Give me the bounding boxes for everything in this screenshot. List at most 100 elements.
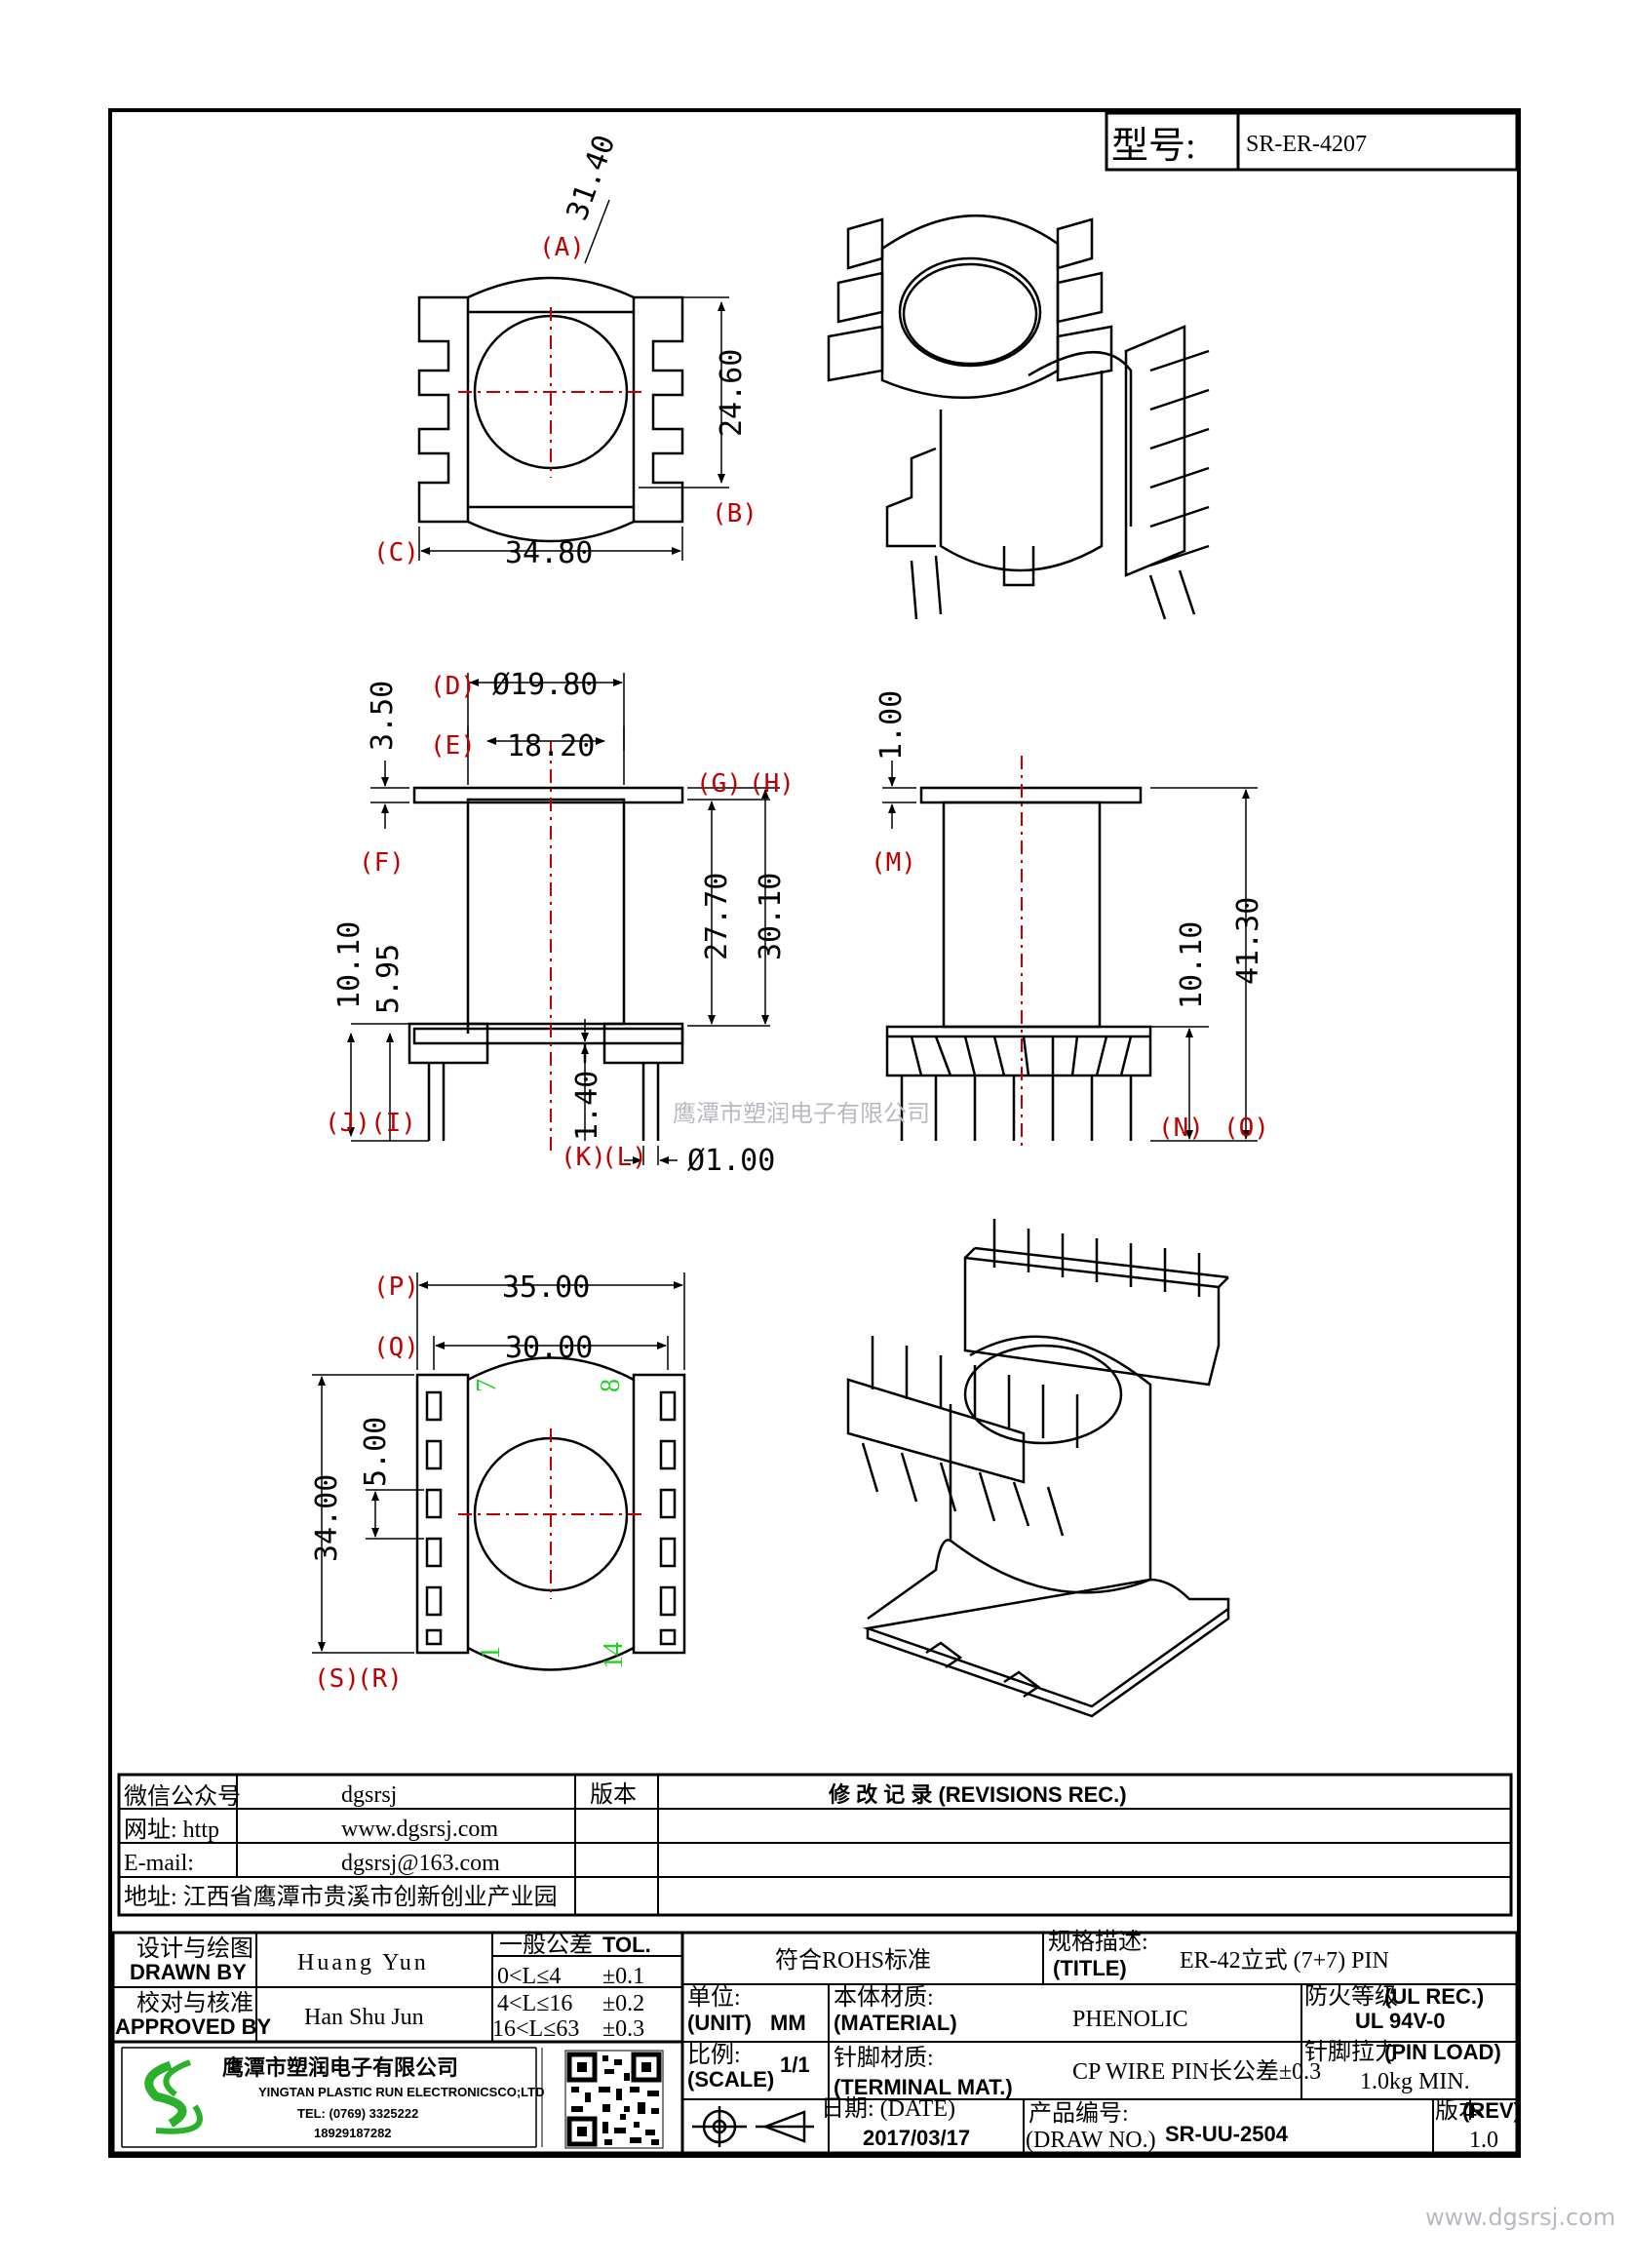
dim-24-60: 24.60 [715,349,749,437]
pin-number-7: 7 [472,1379,502,1392]
bottom-view-dims [312,1272,685,1654]
terminal-en: (TERMINAL MAT.) [834,2075,1013,2099]
dim-10-10-left: 10.10 [332,921,367,1009]
iso-bottom-pins-back [992,1219,1201,1297]
pin-load-cn: 针脚拉力 [1304,2039,1398,2065]
web-value: www.dgsrsj.com [341,1817,498,1842]
bottom-view-centerlines [458,1428,643,1599]
dim-5-95: 5.95 [371,944,406,1014]
dim-34-00: 34.00 [310,1474,344,1562]
label-k: (K) [561,1143,606,1172]
pin-number-8: 8 [596,1379,626,1392]
company-mobile: 18929187282 [314,2126,392,2140]
projection-symbol [692,2106,814,2147]
top-view [417,276,684,543]
terminal-value: CP WIRE PIN长公差±0.3 [1072,2058,1321,2085]
wechat-value: dgsrsj [341,1782,397,1808]
label-m: (M) [871,848,916,878]
spec-cn: 规格描述: [1048,1929,1148,1955]
dim-30-10: 30.10 [754,873,788,960]
scale-value: 1/1 [780,2053,810,2077]
revisions-title: 修 改 记 录 (REVISIONS REC.) [828,1782,1127,1807]
tolerance-value-2: ±0.2 [602,1991,644,2016]
tolerance-range-3: 16<L≤63 [492,2016,579,2042]
label-d: (D) [430,672,476,701]
dim-1-00: 1.00 [874,690,909,761]
label-a: (A) [539,233,585,262]
wechat-label: 微信公众号 [124,1783,241,1810]
label-b: (B) [712,499,757,528]
isometric-view-bottom [846,1219,1230,1718]
unit-cn: 单位: [687,1984,741,2011]
model-number: SR-ER-4207 [1246,132,1367,157]
label-j: (J) [325,1109,370,1138]
contact-revision-table [117,1773,1513,1917]
unit-value: MM [770,2011,806,2035]
watermark-corner: www.dgsrsj.com [1425,2204,1615,2231]
date-cn: 日期: (DATE) [821,2096,955,2122]
top-view-centerlines [458,307,643,478]
spec-value: ER-42立式 (7+7) PIN [1180,1947,1389,1974]
top-view-dims [418,199,729,561]
model-box: 型号: SR-ER-4207 [1105,111,1519,172]
front-view-dims [347,673,780,1165]
pin-load-en: (PIN LOAD) [1384,2040,1501,2064]
label-g: (G) [696,769,742,799]
unit-en: (UNIT) [687,2011,752,2035]
isometric-view-top [827,214,1210,620]
dim-27-70: 27.70 [700,873,734,960]
rev-cn: 版本 [1435,2097,1482,2124]
model-label: 型号: [1111,126,1196,167]
tolerance-range-2: 4<L≤16 [497,1991,572,2016]
label-h: (H) [749,769,795,799]
email-value: dgsrsj@163.com [341,1851,500,1876]
company-name-cn: 鹰潭市塑润电子有限公司 [222,2055,458,2080]
label-r: (R) [357,1664,403,1694]
dim-phi-19-80: Ø19.80 [492,668,598,702]
material-cn: 本体材质: [834,1984,934,2011]
side-view-pins [900,1075,1133,1141]
side-view [885,786,1152,1141]
dim-1-40: 1.40 [570,1071,604,1141]
label-c: (C) [373,538,419,567]
label-n: (N) [1158,1114,1204,1143]
dim-phi-1-00: Ø1.00 [687,1144,775,1178]
fire-rating-cn: 防火等级 [1304,1983,1398,2010]
pin-number-1: 1 [476,1646,506,1660]
dim-5-00: 5.00 [359,1417,393,1487]
rev-en: (REV) [1462,2098,1521,2123]
date-value: 2017/03/17 [863,2126,970,2150]
terminal-cn: 针脚材质: [834,2045,934,2071]
tolerance-cn: 一般公差 [499,1932,593,1958]
dim-34-80: 34.80 [505,536,593,570]
pin-number-14: 14 [599,1642,629,1669]
dim-10-10-right: 10.10 [1175,921,1209,1009]
address: 地址: 江西省鹰潭市贵溪市创新创业产业园 [124,1884,558,1910]
label-f: (F) [359,848,405,878]
label-l: (L) [602,1143,647,1172]
material-value: PHENOLIC [1072,2007,1188,2032]
iso-bottom-pins-front [871,1336,1079,1448]
tolerance-range-1: 0<L≤4 [497,1964,561,1989]
dim-41-30: 41.30 [1231,897,1265,985]
company-tel: TEL: (0769) 3325222 [297,2106,418,2121]
rev-value: 1.0 [1469,2128,1498,2153]
label-i: (I) [370,1109,416,1138]
draw-no-cn: 产品编号: [1028,2100,1129,2127]
email-label: E-mail: [124,1851,194,1876]
label-o: (O) [1223,1114,1269,1143]
qr-code-icon [564,2050,664,2149]
approved-by-cn: 校对与核准 [136,1990,253,2016]
side-view-dims [882,761,1258,1142]
tolerance-en: TOL. [602,1933,651,1957]
drawn-by-value: Huang Yun [297,1950,429,1975]
tolerance-value-1: ±0.1 [602,1964,644,1989]
dim-30-00: 30.00 [505,1331,593,1365]
draw-no-value: SR-UU-2504 [1165,2122,1289,2146]
title-block [111,1931,1519,2155]
fire-rating-value: UL 94V-0 [1355,2009,1446,2033]
approved-by-en: APPROVED BY [115,2014,271,2039]
company-name-en: YINGTAN PLASTIC RUN ELECTRONICSCO;LTD [258,2085,544,2099]
label-p: (P) [373,1272,419,1302]
